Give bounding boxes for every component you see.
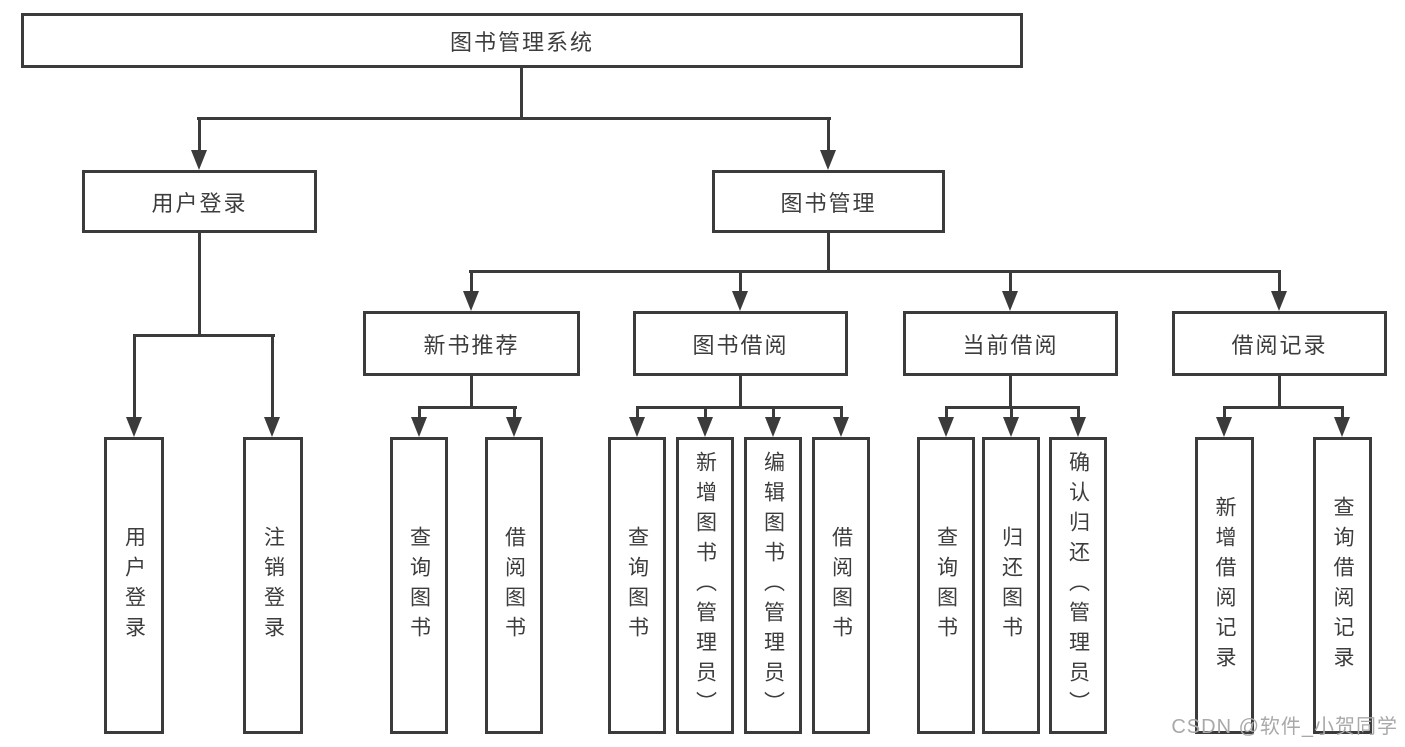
leaf-user-login: 用户登录	[104, 437, 164, 734]
arrow-down-icon	[126, 417, 142, 437]
leaf-records-add-record-label: 新增借阅记录	[1213, 495, 1237, 676]
leaf-logout: 注销登录	[243, 437, 303, 734]
arrow-down-icon	[1003, 417, 1019, 437]
leaf-user-login-label: 用户登录	[122, 525, 146, 646]
leaf-borrow-add-books-admin: 新增图书（管理员）	[676, 437, 734, 734]
arrow-down-icon	[1216, 417, 1232, 437]
connector-line	[704, 406, 707, 418]
node-root-system: 图书管理系统	[21, 13, 1023, 68]
node-book-management: 图书管理	[712, 170, 945, 233]
leaf-borrow-borrow-books: 借阅图书	[812, 437, 870, 734]
node-new-book-recommend: 新书推荐	[363, 311, 580, 376]
connector-line	[840, 406, 843, 418]
leaf-newbook-query-books-label: 查询图书	[407, 525, 431, 646]
connector-line	[636, 406, 842, 409]
leaf-borrow-edit-books-admin-label: 编辑图书（管理员）	[761, 450, 785, 721]
arrow-down-icon	[833, 417, 849, 437]
arrow-down-icon	[938, 417, 954, 437]
leaf-borrow-add-books-admin-label: 新增图书（管理员）	[693, 450, 717, 721]
connector-line	[418, 406, 421, 418]
connector-line	[470, 270, 473, 292]
leaf-borrow-query-books: 查询图书	[608, 437, 666, 734]
leaf-newbook-query-books: 查询图书	[390, 437, 448, 734]
connector-line	[418, 406, 517, 409]
leaf-records-add-record: 新增借阅记录	[1195, 437, 1254, 734]
connector-line	[133, 334, 136, 418]
arrow-down-icon	[1002, 291, 1018, 311]
connector-line	[469, 270, 1281, 273]
connector-line	[513, 406, 516, 418]
node-book-borrow-label: 图书借阅	[692, 332, 789, 358]
connector-line	[1009, 376, 1012, 409]
connector-line	[470, 376, 473, 409]
connector-line	[945, 406, 948, 418]
arrow-down-icon	[629, 417, 645, 437]
connector-line	[827, 117, 830, 151]
arrow-down-icon	[463, 291, 479, 311]
node-book-borrow: 图书借阅	[633, 311, 848, 376]
arrow-down-icon	[506, 417, 522, 437]
arrow-down-icon	[191, 150, 207, 170]
connector-line	[1223, 406, 1343, 409]
connector-line	[197, 117, 831, 120]
node-book-management-label: 图书管理	[780, 190, 877, 216]
connector-line	[271, 334, 274, 418]
leaf-borrow-edit-books-admin: 编辑图书（管理员）	[744, 437, 802, 734]
node-root-system-label: 图书管理系统	[449, 29, 594, 55]
leaf-records-query-record: 查询借阅记录	[1313, 437, 1372, 734]
connector-line	[827, 233, 830, 273]
leaf-current-return-books: 归还图书	[982, 437, 1040, 734]
connector-line	[198, 233, 201, 337]
connector-line	[1278, 376, 1281, 409]
arrow-down-icon	[820, 150, 836, 170]
leaf-logout-label: 注销登录	[261, 525, 285, 646]
leaf-records-query-record-label: 查询借阅记录	[1331, 495, 1355, 676]
leaf-current-confirm-return-admin: 确认归还（管理员）	[1049, 437, 1107, 734]
node-user-login: 用户登录	[82, 170, 317, 233]
csdn-watermark: CSDN @软件_小贺同学	[1171, 716, 1398, 738]
leaf-newbook-borrow-books: 借阅图书	[485, 437, 543, 734]
connector-line	[1010, 406, 1013, 418]
node-borrow-records: 借阅记录	[1172, 311, 1387, 376]
connector-line	[772, 406, 775, 418]
node-current-borrow-label: 当前借阅	[962, 332, 1059, 358]
leaf-borrow-borrow-books-label: 借阅图书	[829, 525, 853, 646]
leaf-current-return-books-label: 归还图书	[999, 525, 1023, 646]
connector-line	[636, 406, 639, 418]
arrow-down-icon	[765, 417, 781, 437]
connector-line	[520, 68, 523, 120]
connector-line	[739, 376, 742, 409]
connector-line	[1009, 270, 1012, 292]
arrow-down-icon	[264, 417, 280, 437]
leaf-newbook-borrow-books-label: 借阅图书	[502, 525, 526, 646]
connector-line	[1341, 406, 1344, 418]
arrow-down-icon	[732, 291, 748, 311]
arrow-down-icon	[411, 417, 427, 437]
connector-line	[739, 270, 742, 292]
arrow-down-icon	[1334, 417, 1350, 437]
node-borrow-records-label: 借阅记录	[1231, 332, 1328, 358]
connector-line	[133, 334, 275, 337]
node-current-borrow: 当前借阅	[903, 311, 1118, 376]
leaf-current-confirm-return-admin-label: 确认归还（管理员）	[1066, 450, 1090, 721]
connector-line	[1077, 406, 1080, 418]
node-new-book-recommend-label: 新书推荐	[423, 332, 520, 358]
connector-line	[1278, 270, 1281, 292]
connector-line	[198, 117, 201, 151]
arrow-down-icon	[1070, 417, 1086, 437]
leaf-current-query-books-label: 查询图书	[934, 525, 958, 646]
leaf-borrow-query-books-label: 查询图书	[625, 525, 649, 646]
node-user-login-label: 用户登录	[151, 190, 248, 216]
arrow-down-icon	[1271, 291, 1287, 311]
connector-line	[1223, 406, 1226, 418]
leaf-current-query-books: 查询图书	[917, 437, 975, 734]
arrow-down-icon	[697, 417, 713, 437]
